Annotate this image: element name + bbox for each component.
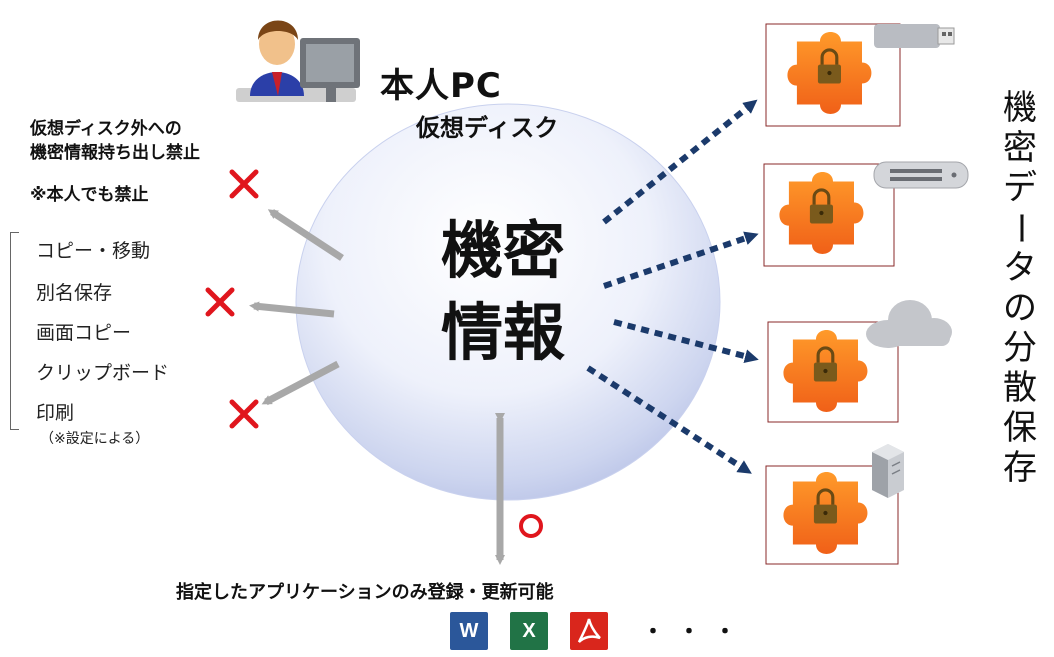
operation-clipboard: クリップボード bbox=[36, 362, 170, 384]
vertical-char: 機 bbox=[1003, 88, 1037, 128]
distribute-arrow-1 bbox=[602, 99, 758, 225]
operations-note: （※設定による） bbox=[40, 431, 150, 447]
vertical-char: タ bbox=[1003, 248, 1037, 288]
server-icon bbox=[872, 444, 904, 498]
more-apps-ellipsis: ・・・ bbox=[642, 620, 751, 645]
cross-icon bbox=[229, 399, 259, 429]
center-line-2: 情報 bbox=[440, 296, 565, 369]
vertical-char: 存 bbox=[1003, 448, 1037, 488]
vertical-char: 散 bbox=[1003, 368, 1037, 408]
distribute-arrow-3 bbox=[613, 319, 759, 364]
operations-bracket bbox=[10, 232, 19, 430]
operation-copy-move: コピー・移動 bbox=[36, 240, 151, 262]
distribute-arrow-2 bbox=[603, 231, 759, 289]
cross-icon bbox=[229, 169, 259, 199]
cloud-icon bbox=[866, 300, 952, 348]
warning-text: 仮想ディスク外への 機密情報持ち出し禁止 bbox=[30, 117, 200, 165]
bottom-label: 指定したアプリケーションのみ登録・更新可能 bbox=[176, 582, 554, 603]
vertical-char: ー bbox=[1000, 211, 1040, 245]
vertical-char: の bbox=[1003, 288, 1037, 328]
arrow-left bbox=[249, 301, 335, 318]
operation-screen-copy: 画面コピー bbox=[36, 322, 132, 344]
usb-drive-icon bbox=[874, 24, 955, 48]
pc-label: 本人PC bbox=[380, 66, 502, 106]
operation-print: 印刷 bbox=[36, 402, 75, 424]
warning-line-1: 仮想ディスク外への bbox=[30, 119, 182, 139]
vertical-char: 密 bbox=[1003, 128, 1037, 168]
vertical-title: 機 密 デ ー タ の 分 散 保 存 bbox=[996, 88, 1044, 488]
vertical-char: デ bbox=[1003, 168, 1037, 208]
nas-device-icon bbox=[873, 161, 969, 189]
vertical-char: 分 bbox=[1003, 328, 1037, 368]
vertical-char: 保 bbox=[1003, 408, 1037, 448]
pdf-icon bbox=[570, 612, 608, 650]
warning-line-2: 機密情報持ち出し禁止 bbox=[30, 143, 200, 163]
confidential-info-label: 機密 情報 bbox=[408, 210, 598, 374]
distribute-arrow-4 bbox=[586, 365, 752, 474]
cross-icon bbox=[205, 287, 235, 317]
arrow-upleft bbox=[267, 209, 344, 261]
virtual-disk-label: 仮想ディスク bbox=[416, 114, 559, 142]
confidential-sphere bbox=[295, 103, 721, 501]
operation-save-as: 別名保存 bbox=[36, 282, 113, 304]
center-line-1: 機密 bbox=[440, 214, 565, 287]
arrow-downleft bbox=[261, 360, 340, 406]
user-pc-icon bbox=[236, 20, 360, 102]
word-icon: W bbox=[450, 612, 488, 650]
excel-icon: X bbox=[510, 612, 548, 650]
puzzle-box-2 bbox=[763, 163, 895, 267]
warning-line-3: ※本人でも禁止 bbox=[30, 185, 149, 205]
pdf-glyph bbox=[577, 618, 601, 643]
allowed-circle-icon bbox=[519, 514, 543, 538]
